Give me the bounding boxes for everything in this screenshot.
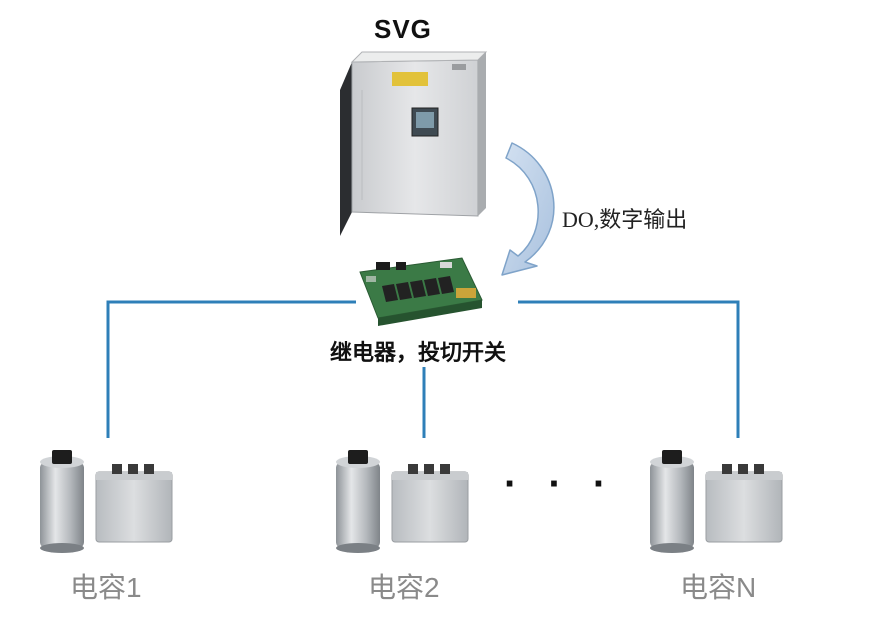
connector-left	[106, 300, 356, 438]
curved-arrow-icon	[501, 142, 555, 276]
capacitor-2-label: 电容2	[368, 572, 440, 603]
connector-lines	[106, 300, 740, 438]
svg-device-title: SVG	[374, 14, 432, 44]
relay-label: 继电器，投切开关	[330, 340, 507, 365]
svg-cabinet-image	[340, 51, 488, 236]
relay-board-image	[359, 257, 483, 326]
do-output-label: DO,数字输出	[562, 207, 688, 232]
capacitor-n-label: 电容N	[680, 572, 757, 603]
capacitor-group-n	[650, 450, 783, 553]
connector-right	[518, 300, 740, 438]
capacitor-1-label: 电容1	[70, 572, 142, 603]
capacitor-group-2	[336, 450, 469, 553]
capacitor-group-1	[40, 450, 173, 553]
ellipsis-text: · · ·	[504, 462, 617, 506]
